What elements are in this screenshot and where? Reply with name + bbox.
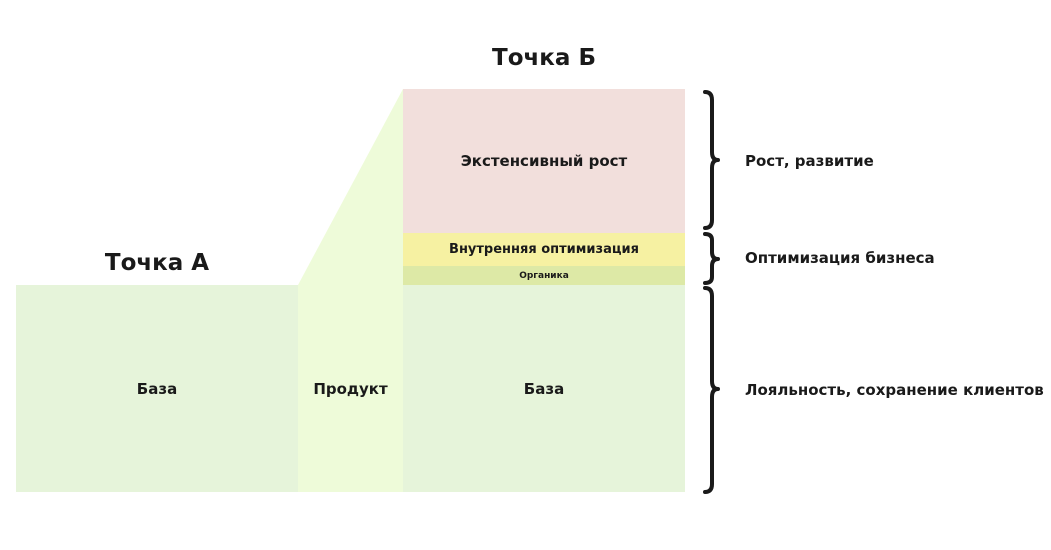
point-b-title: Точка Б [492,45,596,71]
internal-optimization-label: Внутренняя оптимизация [449,242,639,257]
extensive-growth-label: Экстенсивный рост [460,152,628,170]
brace-loyalty [703,286,720,494]
extensive-growth-block: Экстенсивный рост [403,89,685,233]
point-a-title: Точка А [104,250,210,276]
side-label-loyalty: Лояльность, сохранение клиентов [745,381,1044,399]
brace-optimization [703,232,720,285]
product-wedge [298,89,403,285]
internal-optimization-block: Внутренняя оптимизация [403,233,685,266]
base-block-left: База [16,285,298,492]
side-label-optimization: Оптимизация бизнеса [745,249,935,267]
organic-label: Органика [519,270,569,281]
base-block-left-label: База [136,379,178,398]
product-block: Продукт [298,285,403,492]
base-block-right-label: База [523,379,565,398]
product-block-label: Продукт [313,379,388,398]
brace-growth [703,90,720,230]
side-label-growth: Рост, развитие [745,152,874,170]
organic-block: Органика [403,266,685,285]
base-block-right: База [403,285,685,492]
